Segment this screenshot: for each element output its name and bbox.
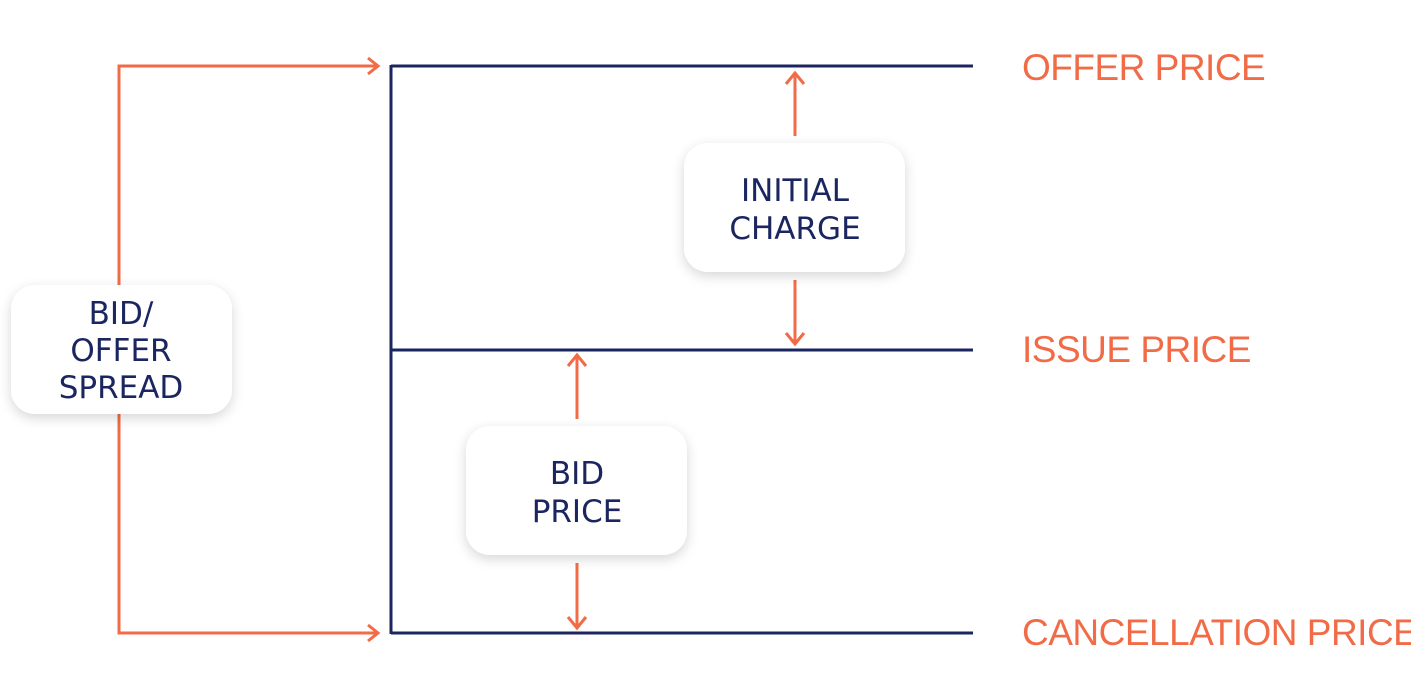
arrowhead-up bbox=[566, 352, 588, 367]
offer-price-label: OFFER PRICE bbox=[1022, 47, 1265, 88]
bid-price-line2: PRICE bbox=[532, 494, 623, 530]
bid-offer-spread-line3: SPREAD bbox=[59, 370, 184, 406]
bid-price-line1: BID bbox=[550, 456, 604, 492]
bid-offer-spread-box: BID/ OFFER SPREAD bbox=[11, 285, 232, 414]
initial-charge-line1: INITIAL bbox=[741, 173, 850, 209]
initial-charge-line2: CHARGE bbox=[729, 211, 860, 247]
arrowhead-bottom-right bbox=[367, 623, 381, 643]
issue-price-label: ISSUE PRICE bbox=[1022, 329, 1251, 370]
bid-price-arrows bbox=[566, 352, 588, 631]
arrowhead-top-right bbox=[367, 56, 381, 76]
initial-charge-arrows bbox=[784, 70, 806, 347]
arrowhead-up bbox=[784, 70, 806, 85]
arrowhead-down bbox=[784, 332, 806, 347]
initial-charge-box: INITIAL CHARGE bbox=[684, 143, 905, 272]
bid-offer-spread-line2: OFFER bbox=[70, 333, 171, 369]
arrowhead-down bbox=[566, 616, 588, 631]
bid-offer-spread-bracket bbox=[117, 56, 381, 643]
bid-offer-spread-line1: BID/ bbox=[89, 296, 154, 332]
cancellation-price-label: CANCELLATION PRICE bbox=[1022, 612, 1411, 653]
bid-price-box: BID PRICE bbox=[466, 426, 687, 555]
